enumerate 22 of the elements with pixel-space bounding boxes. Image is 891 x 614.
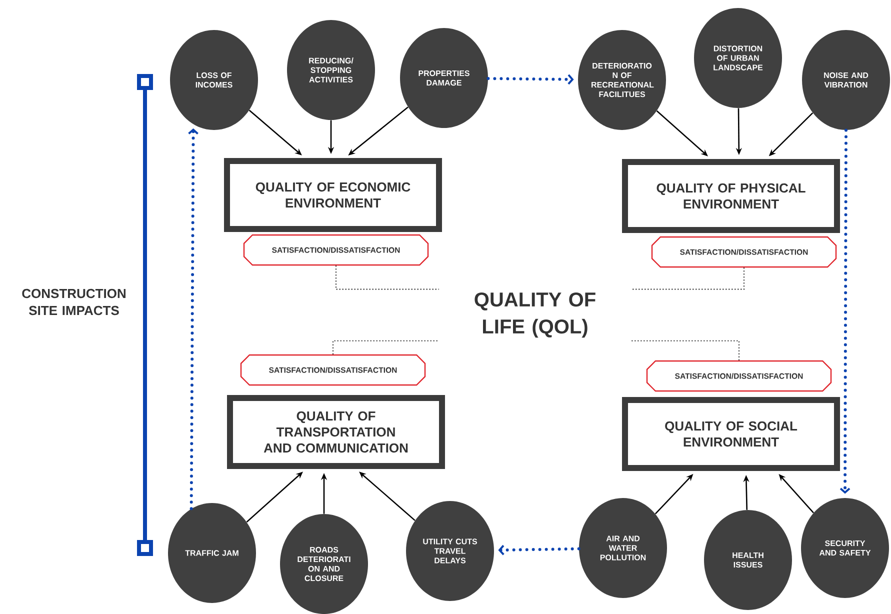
quality-box: QUALITY OF ECONOMIC ENVIRONMENT <box>224 158 442 232</box>
arrow <box>840 128 850 494</box>
circle-node: NOISE AND VIBRATION <box>802 30 890 130</box>
arrow <box>486 74 574 85</box>
side-label: CONSTRUCTION SITE IMPACTS <box>22 288 126 316</box>
circle-node: DETERIORATIO N OF RECREATIONAL FACILITUES <box>578 30 666 130</box>
circle-node: UTILITY CUTS TRAVEL DELAYS <box>406 501 494 601</box>
quality-box: QUALITY OF PHYSICAL ENVIRONMENT <box>622 159 840 233</box>
circle-node: PROPERTIES DAMAGE <box>400 28 488 128</box>
quality-box: QUALITY OF SOCIAL ENVIRONMENT <box>622 397 840 471</box>
circle-node: HEALTH ISSUES <box>704 510 792 610</box>
arrow <box>498 544 580 556</box>
circle-node: AIR AND WATER POLLUTION <box>579 498 667 598</box>
circle-node: TRAFFIC JAM <box>168 503 256 603</box>
circle-node: ROADS DETERIORATI ON AND CLOSURE <box>280 514 368 614</box>
circle-node: DISTORTION OF URBAN LANDSCAPE <box>694 8 782 108</box>
circle-node: LOSS OF INCOMES <box>170 30 258 130</box>
quality-box: QUALITY OF TRANSPORTATION AND COMMUNICATION <box>227 395 445 469</box>
arrow <box>188 128 198 510</box>
circle-node: REDUCING/ STOPPING ACTIVITIES <box>287 20 375 120</box>
circle-node: SECURITY AND SAFETY <box>801 498 889 598</box>
title-text: QUALITY OF LIFE (QOL) <box>474 292 596 338</box>
